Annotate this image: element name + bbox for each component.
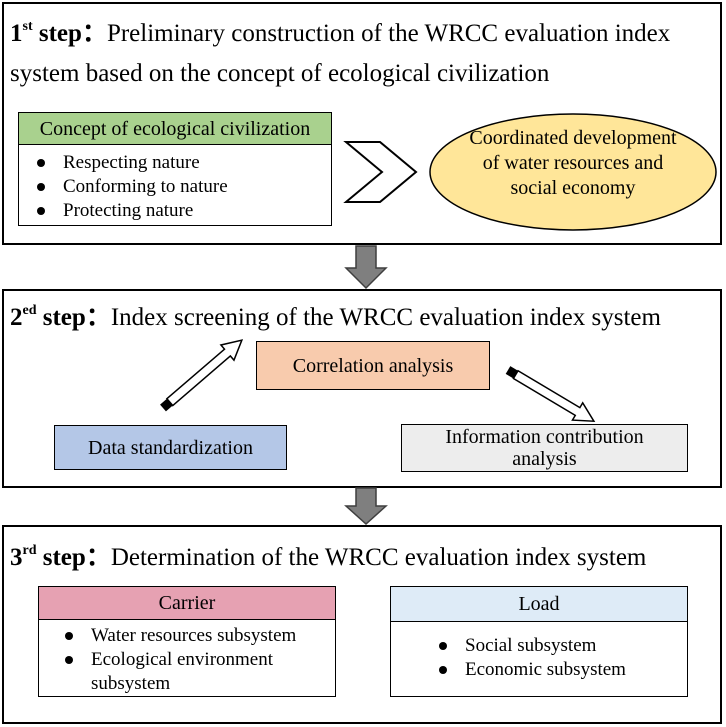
list-item: Economic subsystem bbox=[439, 658, 687, 682]
list-item: Water resources subsystem bbox=[65, 624, 335, 648]
bullet-icon bbox=[439, 666, 447, 674]
list-item: Social subsystem bbox=[439, 634, 687, 658]
down-arrow-icon bbox=[344, 245, 388, 290]
bullet-icon bbox=[37, 207, 45, 215]
bullet-icon bbox=[65, 656, 73, 664]
information-contribution-box: Information contribution analysis bbox=[401, 424, 688, 472]
correlation-analysis-box: Correlation analysis bbox=[256, 341, 490, 390]
step3-title: 3rd step：Determination of the WRCC evalu… bbox=[10, 540, 646, 576]
down-arrow-icon bbox=[344, 487, 388, 526]
carrier-list: Water resources subsystem Ecological env… bbox=[38, 619, 336, 697]
coordinated-development-ellipse bbox=[429, 113, 717, 231]
step3-step-word: step bbox=[42, 544, 86, 571]
step1-step-word: step bbox=[38, 20, 82, 47]
step3-number: 3 bbox=[10, 544, 23, 571]
step3-title-text: Determination of the WRCC evaluation ind… bbox=[110, 544, 647, 571]
data-standardization-box: Data standardization bbox=[54, 425, 287, 470]
step2-colon: ： bbox=[85, 304, 111, 331]
bullet-icon bbox=[439, 642, 447, 650]
step2-title-text: Index screening of the WRCC evaluation i… bbox=[110, 304, 661, 331]
concept-header: Concept of ecological civilization bbox=[18, 112, 332, 145]
concept-list: Respecting nature Conforming to nature P… bbox=[18, 144, 332, 226]
step2-number: 2 bbox=[10, 304, 23, 331]
list-item: Conforming to nature bbox=[37, 175, 331, 199]
step1-title-line2: system based on the concept of ecologica… bbox=[10, 60, 550, 87]
list-item: Ecological environment subsystem bbox=[65, 648, 335, 696]
chevron-right-icon bbox=[343, 141, 418, 203]
step2-ordinal: ed bbox=[22, 303, 37, 318]
step1-colon: ： bbox=[81, 20, 107, 47]
bullet-icon bbox=[37, 183, 45, 191]
list-item: Protecting nature bbox=[37, 199, 331, 223]
step2-step-word: step bbox=[42, 304, 86, 331]
ellipse-text: Coordinated development of water resourc… bbox=[469, 127, 677, 199]
step1-ordinal: st bbox=[22, 19, 33, 34]
step3-ordinal: rd bbox=[22, 543, 37, 558]
step1-title-line1: 1st step：Preliminary construction of the… bbox=[10, 16, 670, 52]
bullet-icon bbox=[65, 632, 73, 640]
list-item: Respecting nature bbox=[37, 151, 331, 175]
step1-title-text: Preliminary construction of the WRCC eva… bbox=[106, 20, 671, 47]
bullet-icon bbox=[37, 159, 45, 167]
carrier-header: Carrier bbox=[38, 586, 336, 620]
load-header: Load bbox=[390, 586, 688, 622]
step3-colon: ： bbox=[85, 544, 111, 571]
load-list: Social subsystem Economic subsystem bbox=[390, 621, 688, 697]
step1-number: 1 bbox=[10, 20, 23, 47]
step2-title: 2ed step：Index screening of the WRCC eva… bbox=[10, 300, 661, 336]
